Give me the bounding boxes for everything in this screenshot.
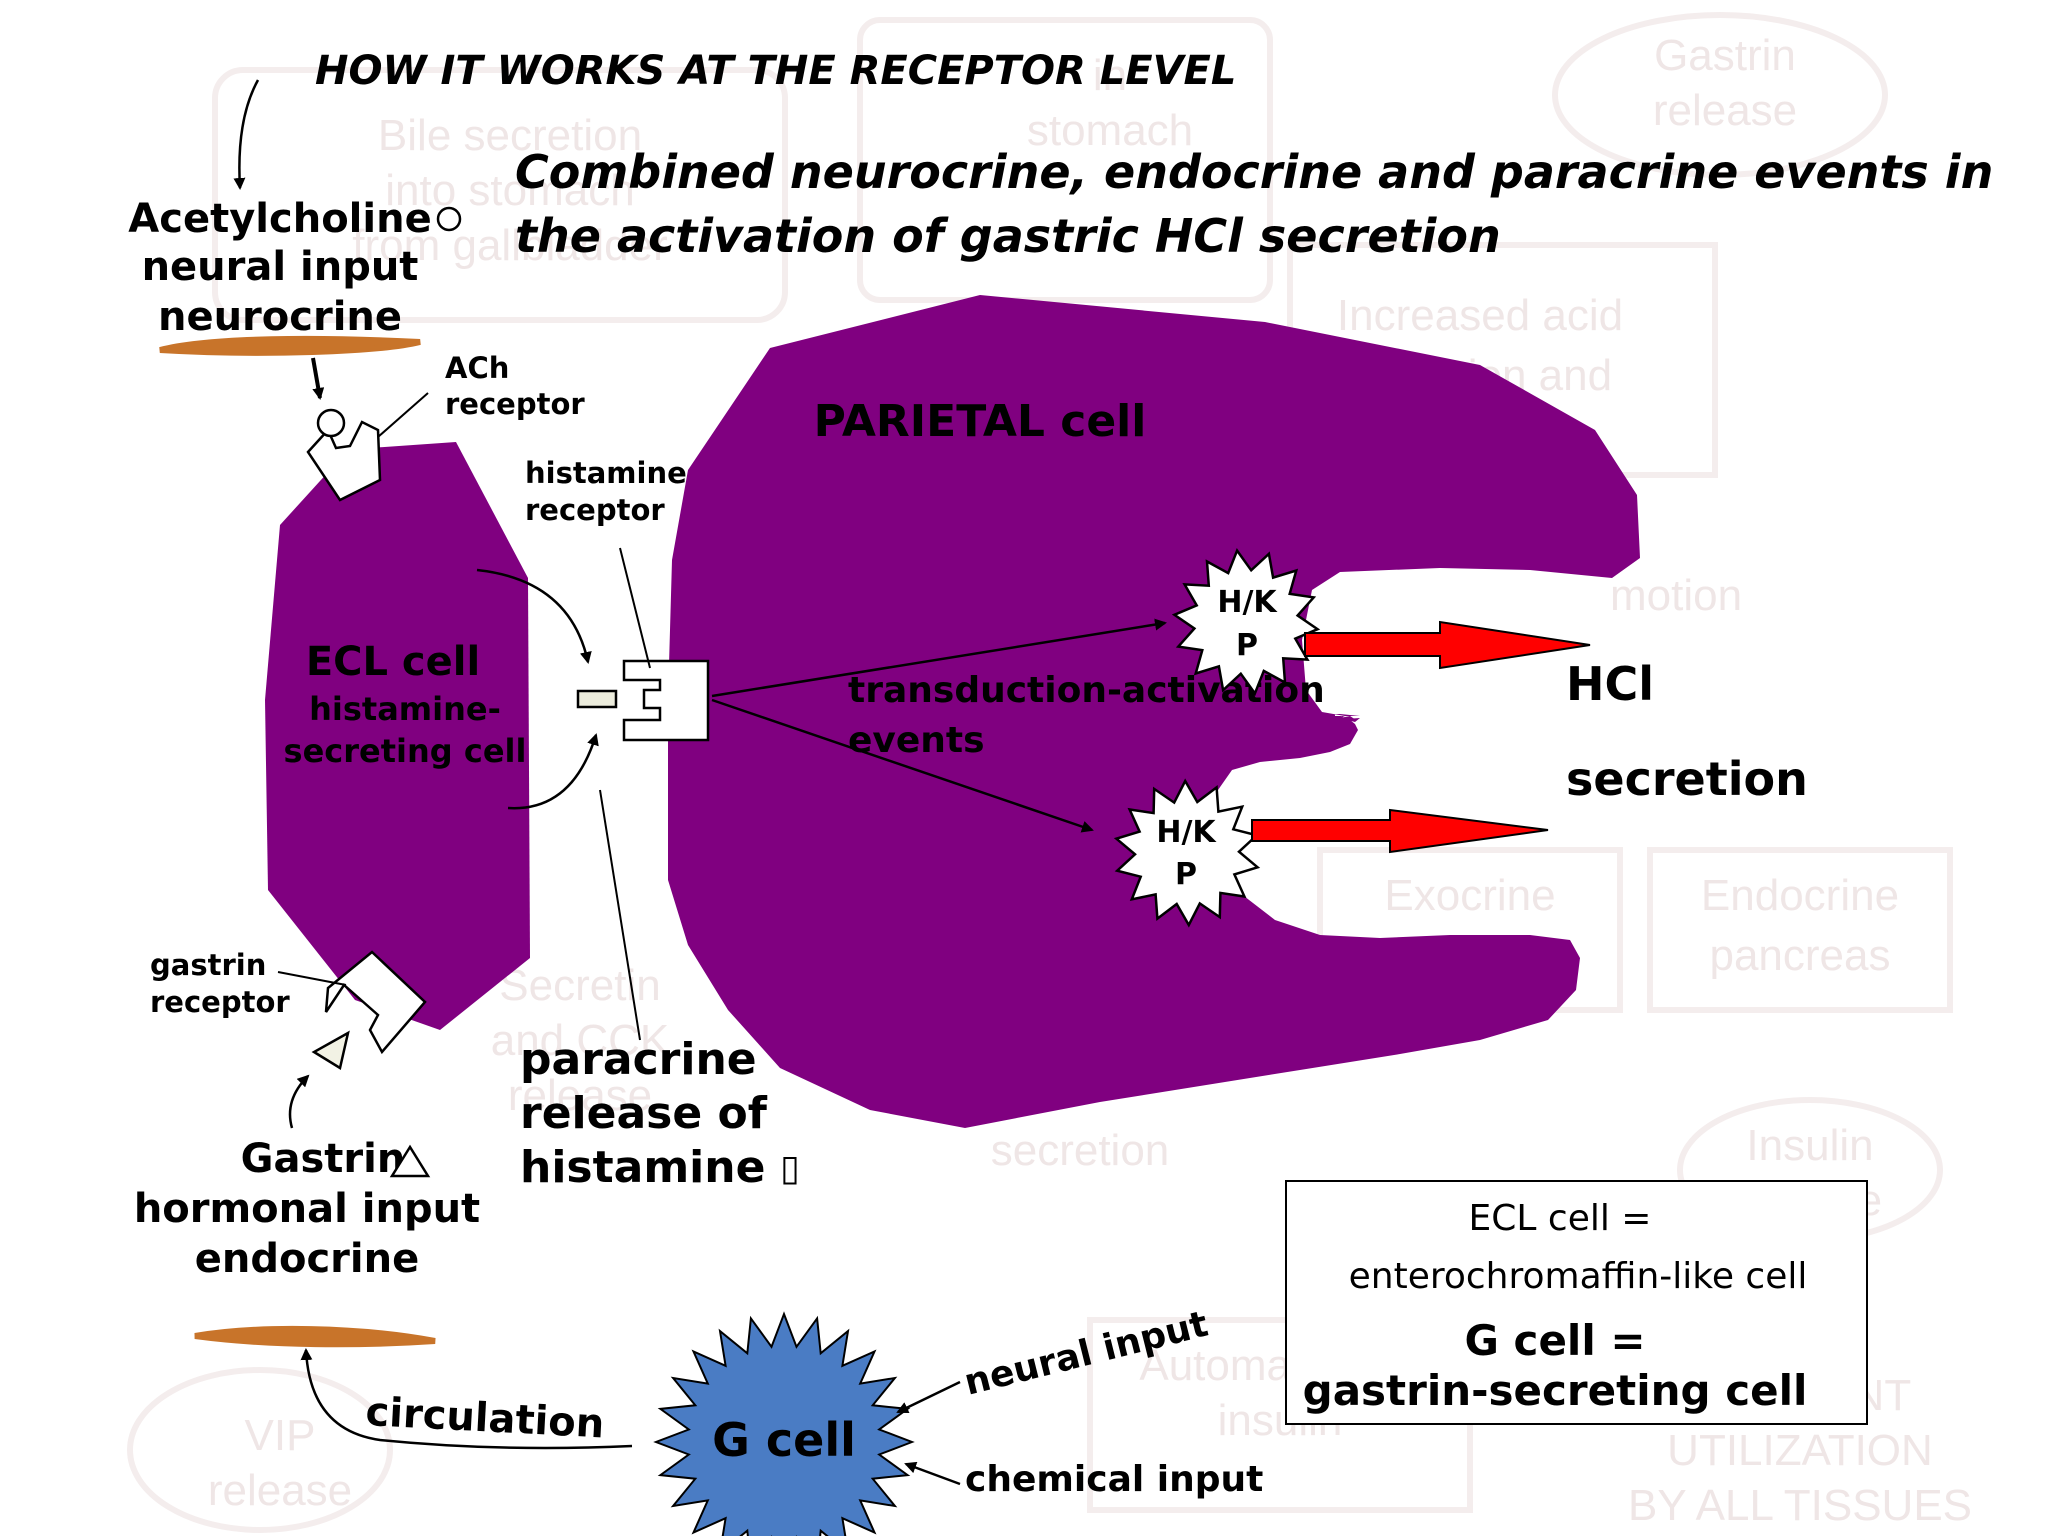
bg-vip-2: release [208,1466,352,1515]
legend-line-3: G cell = [1464,1316,1645,1365]
histamine-receptor-label-1: histamine [525,456,687,490]
nerve-ending-top [159,335,421,356]
gastrin-label: Gastrin [241,1136,406,1182]
histamine-receptor [622,659,710,742]
bg-gastrin-release-2: release [1653,86,1797,135]
hcl-arrow-lower [1251,808,1549,854]
bg-stomach-2: stomach [1027,106,1193,155]
bg-secretin-1: Secretin [499,961,660,1010]
gastrin-receptor-pointer [277,971,347,986]
hk-pump-lower [1113,778,1261,928]
neural-input-arrow [896,1380,961,1414]
hormonal-input-label: hormonal input [134,1186,480,1232]
g-cell [653,1311,915,1536]
acetylcholine-circle-icon [436,206,462,232]
secretion-label: secretion [1566,752,1808,806]
hk-pump-lower-label-1: H/K [1156,815,1217,850]
bg-vip-1: VIP [245,1411,316,1460]
transduction-arrow-lower [711,698,1094,833]
parietal-cell [668,295,1640,1128]
ecl-cell [265,442,530,1030]
page-title: HOW IT WORKS AT THE RECEPTOR LEVEL [315,48,1236,94]
histamine-release-arrow-bottom [507,733,599,810]
bg-secretin-3: release [508,1071,652,1120]
bg-nutrient-2: UTILIZATION [1667,1426,1933,1475]
ach-release-arrow [311,357,325,400]
bg-bile-3: from gallbladder [352,221,668,270]
hk-pump-lower-label-2: P [1175,857,1197,892]
parietal-cell-label: PARIETAL cell [814,396,1147,447]
bg-bile-2: into stomach [385,166,634,215]
hcl-label: HCl [1566,657,1654,711]
blood-vessel-bottom [194,1325,436,1348]
bg-endocrine-2: pancreas [1709,931,1890,980]
subtitle-line-2: the activation of gastric HCl secretion [515,209,1501,263]
bg-gastrin-release-1: Gastrin [1654,31,1796,80]
bg-motion: motion [1610,571,1742,620]
ach-receptor-label-2: receptor [445,387,585,421]
histamine-glyph-icon: ▯ [780,1148,800,1189]
gastrin-bound-triangle-icon [311,1030,350,1070]
gastrin-receptor-label-2: receptor [150,985,290,1019]
bg-exocrine: Exocrine [1384,871,1555,920]
gastrin-triangle-icon [389,1144,431,1178]
bg-insulin-1: Insulin [1746,1121,1873,1170]
transduction-label-2: events [848,720,985,761]
bg-secretion: secretion [991,1126,1170,1175]
ach-bound-ligand-icon [316,408,346,438]
hcl-arrow-upper [1304,620,1591,670]
circulation-arrow [300,1348,633,1450]
ecl-cell-label: ECL cell [306,639,480,685]
hk-pump-upper-label-1: H/K [1217,585,1278,620]
title-to-acetylcholine-arrow [233,79,260,190]
endocrine-label: endocrine [195,1236,419,1282]
legend-line-1: ECL cell = [1469,1198,1652,1239]
subtitle-line-1: Combined neurocrine, endocrine and parac… [515,145,1993,199]
gastrin-receptor [324,950,427,1055]
paracrine-label-1: paracrine [520,1034,757,1085]
ecl-cell-sub1: histamine- [309,690,501,728]
neurocrine-label: neurocrine [158,294,402,340]
transduction-arrow-upper [711,618,1167,698]
ach-receptor-pointer [377,392,429,438]
histamine-release-arrow-top [476,568,592,664]
bg-stomach-1: in [1093,51,1127,100]
acetylcholine-label: Acetylcholine [128,196,431,242]
ach-receptor-label-1: ACh [445,351,509,385]
bg-acid-1: Increased acid [1337,291,1623,340]
chemical-input-label: chemical input [965,1459,1263,1500]
histamine-receptor-pointer [619,547,651,669]
hk-pump-upper-label-2: P [1236,628,1258,663]
bg-endocrine-1: Endocrine [1701,871,1899,920]
legend-box [1285,1180,1868,1425]
histamine-molecule-icon [576,689,618,709]
ecl-cell-sub2: secreting cell [284,732,527,770]
legend-line-4: gastrin-secreting cell [1303,1366,1808,1415]
gastrin-to-receptor-arrow [288,1074,310,1129]
bg-secretin-2: and CCK [491,1016,670,1065]
bg-bile-1: Bile secretion [378,111,642,160]
neural-input-label: neural input [142,244,419,290]
circulation-label: circulation [364,1389,605,1447]
chemical-input-arrow [904,1461,961,1486]
bg-nutrient-3: BY ALL TISSUES [1628,1481,1972,1530]
g-cell-label: G cell [712,1413,856,1467]
histamine-receptor-label-2: receptor [525,493,665,527]
legend-line-2: enterochromaffin-like cell [1349,1256,1808,1297]
hk-pump-upper [1171,548,1321,696]
paracrine-pointer [599,789,641,1041]
gastrin-receptor-label-1: gastrin [150,948,266,982]
paracrine-label-3: histamine [520,1142,765,1193]
paracrine-label-2: release of [520,1088,768,1139]
